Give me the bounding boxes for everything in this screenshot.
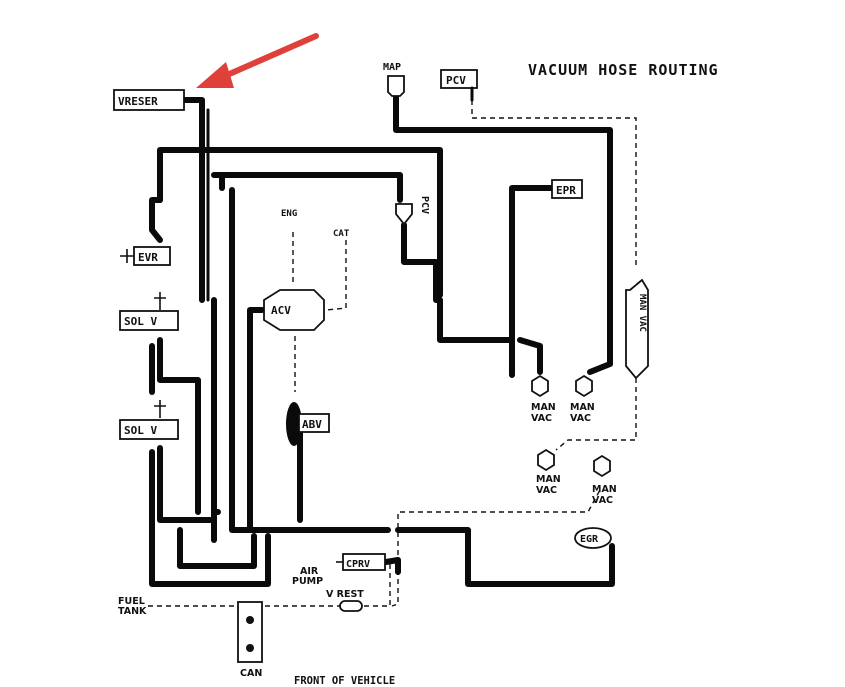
vreser-reservoir: VRESER: [113, 89, 185, 111]
fuel-tank-label: FUEL TANK: [118, 596, 147, 617]
air-pump-label: AIR PUMP: [292, 566, 323, 587]
sol-v-upper-solenoid: SOL V: [119, 292, 179, 331]
egr-valve: EGR: [574, 527, 612, 549]
svg-text:MAN: MAN: [531, 402, 556, 413]
front-of-vehicle-label: FRONT OF VEHICLE: [294, 675, 395, 687]
svg-text:CAN: CAN: [240, 668, 262, 679]
svg-text:VAC: VAC: [536, 485, 557, 496]
svg-text:MAN: MAN: [570, 402, 595, 413]
svg-text:ACV: ACV: [271, 304, 291, 317]
svg-text:PCV: PCV: [446, 74, 466, 87]
svg-text:EPR: EPR: [556, 184, 576, 197]
abv-valve: ABV: [286, 402, 330, 446]
svg-text:ABV: ABV: [302, 418, 322, 431]
svg-text:FUEL: FUEL: [118, 596, 145, 607]
svg-text:MAN: MAN: [592, 484, 617, 495]
cprv-valve: CPRV: [336, 553, 386, 571]
svg-text:VAC: VAC: [531, 413, 552, 424]
cat-label: CAT: [333, 229, 350, 239]
svg-text:AIR: AIR: [300, 566, 319, 577]
evr-valve: EVR: [120, 246, 171, 266]
epr-valve: EPR: [551, 179, 583, 199]
svg-text:VAC: VAC: [592, 495, 613, 506]
pcv-valve: PCV: [395, 196, 430, 226]
man-vac-port-3: MAN VAC: [536, 448, 561, 496]
svg-text:SOL V: SOL V: [124, 315, 157, 328]
svg-text:VRESER: VRESER: [118, 95, 158, 108]
svg-text:SOL V: SOL V: [124, 424, 157, 437]
sol-v-lower-solenoid: SOL V: [119, 400, 179, 440]
svg-text:MAP: MAP: [383, 62, 401, 73]
svg-text:PCV: PCV: [419, 196, 430, 214]
acv-valve: ACV: [263, 289, 325, 331]
svg-text:PUMP: PUMP: [292, 576, 323, 587]
svg-text:EVR: EVR: [138, 251, 158, 264]
svg-text:EGR: EGR: [580, 534, 599, 545]
man-vac-port-1: MAN VAC: [531, 374, 556, 424]
man-vac-port-2: MAN VAC: [570, 374, 595, 424]
svg-text:MAN VAC: MAN VAC: [637, 294, 647, 332]
svg-text:VAC: VAC: [570, 413, 591, 424]
pointer-arrow: [196, 33, 319, 88]
map-sensor: MAP: [383, 62, 405, 97]
pcv-box: PCV: [440, 69, 478, 102]
svg-text:CPRV: CPRV: [346, 559, 370, 570]
vacuum-hoses: [149, 92, 615, 587]
man-vac-vertical: MAN VAC: [625, 278, 649, 380]
v-rest: V REST: [326, 589, 364, 612]
svg-text:V REST: V REST: [326, 589, 364, 600]
eng-label: ENG: [281, 209, 297, 219]
man-vac-port-4: MAN VAC: [592, 454, 617, 506]
svg-text:MAN: MAN: [536, 474, 561, 485]
charcoal-canister: CAN: [237, 601, 263, 679]
diagram-title: VACUUM HOSE ROUTING: [528, 61, 719, 79]
svg-text:TANK: TANK: [118, 606, 147, 617]
